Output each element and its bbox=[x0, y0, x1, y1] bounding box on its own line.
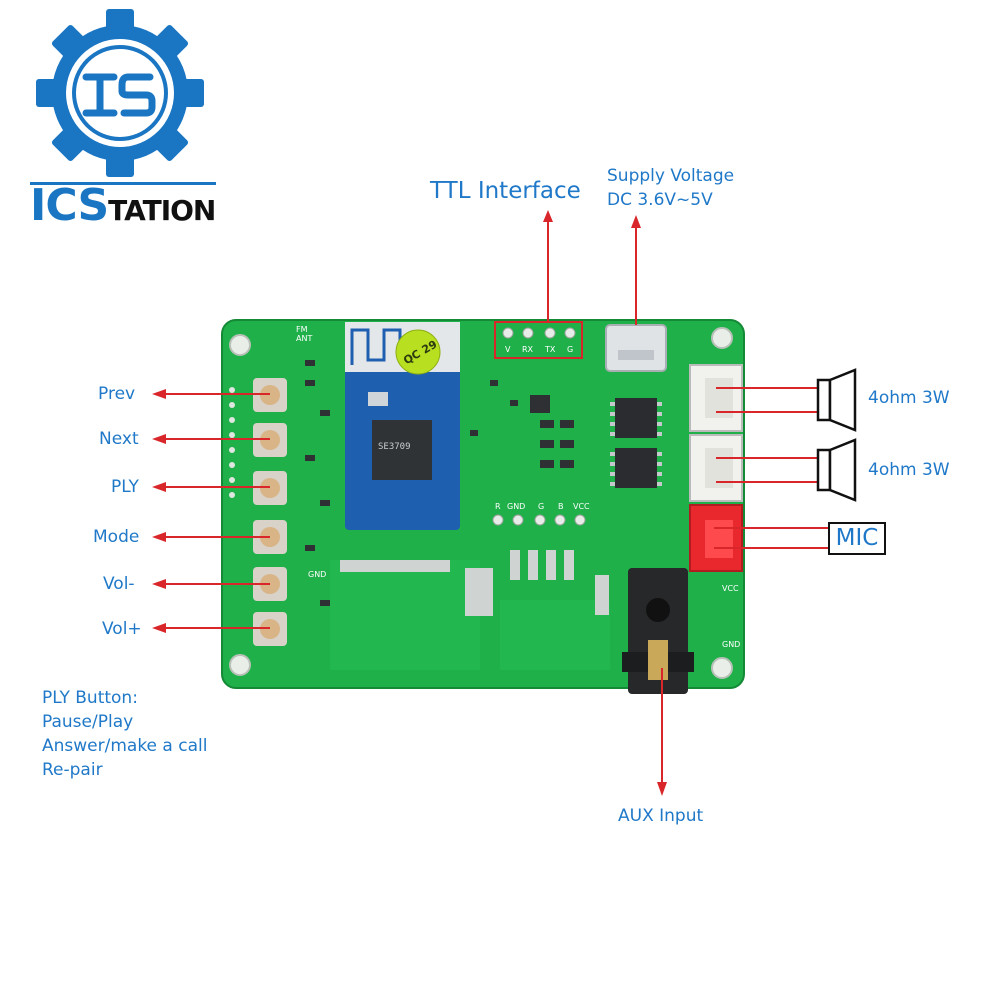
silk-fm-ant: FM ANT bbox=[296, 325, 313, 343]
ttl-interface-label: TTL Interface bbox=[430, 178, 581, 204]
mount-hole-bl bbox=[229, 654, 251, 676]
mid-pin-g: G bbox=[538, 502, 545, 511]
mid-pin-vcc: VCC bbox=[573, 502, 590, 511]
aux-input-label: AUX Input bbox=[618, 806, 704, 826]
ply-note-line-2: Pause/Play bbox=[42, 712, 134, 732]
ply-note-line-3: Answer/make a call bbox=[42, 736, 208, 756]
speaker-2-label: 4ohm 3W bbox=[868, 460, 950, 480]
qc-sticker bbox=[395, 329, 441, 375]
mount-hole-tl bbox=[229, 334, 251, 356]
amp-chip-1 bbox=[615, 398, 657, 438]
button-label-ply: PLY bbox=[111, 477, 139, 497]
ttl-pin-tx: TX bbox=[545, 345, 556, 354]
amp-chip-2 bbox=[615, 448, 657, 488]
mid-pin-r: R bbox=[495, 502, 501, 511]
mount-hole-tr bbox=[711, 327, 733, 349]
ttl-pin-v: V bbox=[505, 345, 511, 354]
silk-vcc: VCC bbox=[722, 584, 739, 593]
mid-pin-gnd: GND bbox=[507, 502, 526, 511]
speaker-icon-1 bbox=[816, 368, 857, 432]
button-label-next: Next bbox=[99, 429, 139, 449]
speaker-1-label: 4ohm 3W bbox=[868, 388, 950, 408]
ttl-pin-rx: RX bbox=[522, 345, 534, 354]
ply-button-note: PLY Button: Pause/Play Answer/make a cal… bbox=[42, 686, 207, 782]
ply-note-line-1: PLY Button: bbox=[42, 688, 138, 708]
button-label-prev: Prev bbox=[98, 384, 136, 404]
mid-pin-b: B bbox=[558, 502, 564, 511]
ttl-header bbox=[494, 321, 583, 359]
brand-part2: TATION bbox=[108, 194, 216, 227]
icstation-gear-logo bbox=[36, 9, 204, 177]
ply-note-line-4: Re-pair bbox=[42, 760, 103, 780]
speaker-icon-2 bbox=[816, 438, 857, 502]
brand-part1: ICS bbox=[30, 180, 109, 231]
button-label-vol-plus: Vol+ bbox=[102, 619, 142, 639]
supply-voltage-range: DC 3.6V~5V bbox=[607, 190, 713, 210]
button-label-vol-minus: Vol- bbox=[103, 574, 135, 594]
mic-label: MIC bbox=[828, 522, 886, 555]
ttl-pin-g: G bbox=[567, 345, 574, 354]
silk-gnd-right: GND bbox=[722, 640, 741, 649]
button-label-mode: Mode bbox=[93, 527, 140, 547]
chip-marking: SE3709 bbox=[378, 442, 411, 452]
brand-wordmark: ICSTATION bbox=[30, 180, 216, 231]
silk-gnd: GND bbox=[308, 570, 327, 579]
supply-voltage-label: Supply Voltage bbox=[607, 166, 735, 186]
brand-underline bbox=[30, 182, 216, 185]
micro-usb-port bbox=[605, 324, 667, 372]
mount-hole-br bbox=[711, 657, 733, 679]
